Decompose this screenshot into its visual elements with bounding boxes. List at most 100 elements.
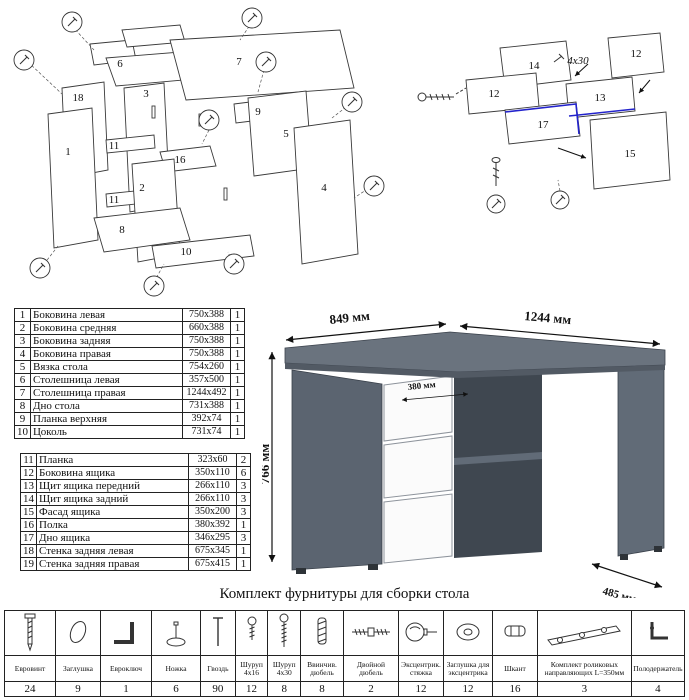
- double-dowel-icon: [352, 627, 390, 637]
- part-qty: 1: [230, 334, 245, 348]
- part-callout: 7: [236, 56, 242, 68]
- part-callout: 12: [631, 48, 642, 60]
- hardware-label: Шуруп 4x16: [234, 655, 269, 682]
- hardware-qty: 90: [200, 681, 236, 697]
- part-row: 2 Боковина средняя 660x388 1: [14, 321, 245, 335]
- part-row: 10 Цоколь 731x74 1: [14, 425, 245, 439]
- part-callout: 1: [65, 146, 71, 158]
- hardware-label: Заглушка для эксцентрика: [442, 655, 493, 682]
- part-row: 16 Полка 380x392 1: [20, 518, 251, 532]
- part-size: 660x388: [182, 321, 231, 335]
- desk-shelf: [454, 452, 542, 465]
- part-name: Полка: [36, 518, 189, 532]
- drawer-panels: [465, 32, 671, 190]
- hardware-qty: 12: [398, 681, 444, 697]
- part-name: Щит ящика передний: [36, 479, 189, 493]
- leg-icon: [166, 621, 186, 647]
- screw-4x30-icon: [279, 613, 289, 647]
- part-size: 380x392: [188, 518, 237, 532]
- hardware-qty: 12: [442, 681, 493, 697]
- desk-cubby: [454, 370, 542, 558]
- part-callout: 4: [321, 182, 327, 194]
- hardware-qty-row: 24 9 1 6 90 12 8 8 2 12 12 16 3 4: [3, 681, 686, 697]
- part-qty: 1: [236, 518, 251, 532]
- part-row: 7 Столешница правая 1244x492 1: [14, 386, 245, 400]
- part-row: 3 Боковина задняя 750x388 1: [14, 334, 245, 348]
- part-name: Столешница правая: [30, 386, 183, 400]
- part-row: 17 Дно ящика 346x295 3: [20, 531, 251, 545]
- part-number: 4: [14, 347, 31, 361]
- part-name: Столешница левая: [30, 373, 183, 387]
- part-row: 11 Планка 323x60 2: [20, 453, 251, 467]
- part-name: Дно стола: [30, 399, 183, 413]
- part-name: Боковина левая: [30, 308, 183, 322]
- part-name: Боковина правая: [30, 347, 183, 361]
- part-row: 5 Вязка стола 754x260 1: [14, 360, 245, 374]
- part-row: 8 Дно стола 731x388 1: [14, 399, 245, 413]
- part-name: Щит ящика задний: [36, 492, 189, 506]
- hardware-qty: 12: [234, 681, 269, 697]
- part-callout: 10: [181, 246, 193, 258]
- part-qty: 1: [230, 321, 245, 335]
- screw-4x16-icon: [247, 616, 257, 640]
- part-qty: 1: [230, 386, 245, 400]
- part-size: 350x200: [188, 505, 237, 519]
- euro-screw-icon: [24, 613, 36, 652]
- cam-lock-icon: [405, 622, 438, 642]
- parts-table-2: 11 Планка 323x60 2 12 Боковина ящика 350…: [20, 453, 251, 571]
- desk-left-side: [291, 369, 383, 571]
- part-number: 10: [14, 425, 31, 439]
- part-number: 11: [20, 453, 37, 467]
- hardware-icons-row: [3, 610, 686, 656]
- screw-in-dowel-icon: [317, 617, 327, 645]
- part-qty: 1: [230, 399, 245, 413]
- parts-table-1: 1 Боковина левая 750x388 1 2 Боковина ср…: [14, 308, 245, 439]
- part-name: Боковина ящика: [36, 466, 189, 480]
- part-qty: 3: [236, 505, 251, 519]
- part-row: 12 Боковина ящика 350x110 6: [20, 466, 251, 480]
- part-size: 754x260: [182, 360, 231, 374]
- part-callout: 6: [117, 58, 123, 70]
- part-size: 266x110: [188, 479, 237, 493]
- part-qty: 1: [236, 544, 251, 558]
- part-number: 13: [20, 479, 37, 493]
- part-qty: 1: [230, 412, 245, 426]
- part-number: 2: [14, 321, 31, 335]
- part-name: Боковина средняя: [30, 321, 183, 335]
- part-size: 675x345: [188, 544, 237, 558]
- drawer-hardware-callouts: [486, 179, 570, 214]
- part-number: 16: [20, 518, 37, 532]
- part-name: Планка верхняя: [30, 412, 183, 426]
- part-callout: 14: [529, 60, 541, 72]
- part-number: 5: [14, 360, 31, 374]
- part-size: 357x500: [182, 373, 231, 387]
- desk-drawers: [383, 375, 453, 564]
- drawer-front-bottom: [383, 493, 453, 564]
- part-callout: 12: [489, 88, 500, 100]
- hardware-qty: 6: [151, 681, 202, 697]
- hardware-labels-row: Евровинт Заглушка Евроключ Ножка Гвоздь …: [3, 655, 686, 682]
- part-callout: 5: [283, 128, 289, 140]
- nail-icon: [212, 617, 223, 646]
- dim-label-849: 849 мм: [329, 308, 371, 327]
- part-size: 266x110: [188, 492, 237, 506]
- part-size: 750x388: [182, 308, 231, 322]
- hardware-label: Заглушка: [55, 655, 101, 682]
- part-size: 675x415: [188, 557, 237, 571]
- drawer-front-middle: [383, 435, 453, 499]
- cam-cap-icon: [456, 623, 480, 641]
- desk-right-panel: [617, 363, 665, 557]
- part-qty: 1: [230, 425, 245, 439]
- part-number: 1: [14, 308, 31, 322]
- part-callout: 3: [143, 88, 149, 100]
- part-number: 6: [14, 373, 31, 387]
- part-name: Стенка задняя левая: [36, 544, 189, 558]
- part-number: 7: [14, 386, 31, 400]
- wooden-dowel-icon: [504, 625, 526, 637]
- hardware-kit-title: Комплект фурнитуры для сборки стола: [219, 586, 470, 602]
- part-qty: 1: [230, 360, 245, 374]
- part-name: Боковина задняя: [30, 334, 183, 348]
- screw-drawing: [417, 87, 467, 102]
- desk-render: 849 мм 1244 мм 766 мм 380 мм 485 мм: [262, 308, 666, 598]
- cap-icon: [69, 620, 87, 644]
